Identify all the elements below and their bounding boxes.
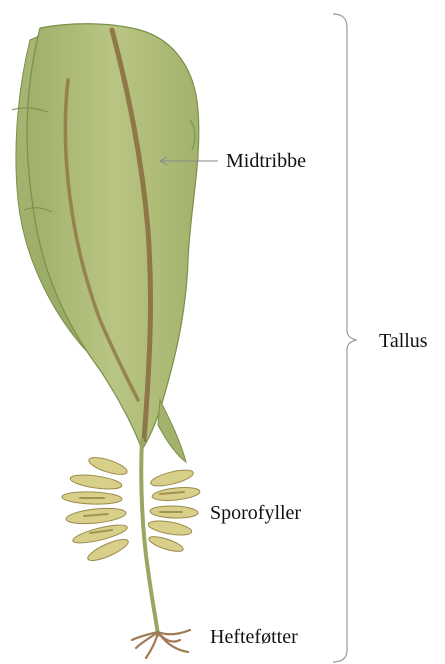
sporophylls-left	[62, 454, 131, 564]
thallus-bracket	[333, 14, 356, 662]
thallus-label: Tallus	[379, 331, 428, 351]
side-leaf	[158, 400, 186, 462]
sporophylls-label: Sporofyller	[210, 503, 301, 523]
holdfast-label: Hefteføtter	[210, 627, 298, 647]
holdfast	[132, 630, 190, 658]
blade	[27, 24, 199, 450]
sporophylls-right	[147, 467, 200, 554]
midrib-label: Midtribbe	[226, 151, 306, 171]
